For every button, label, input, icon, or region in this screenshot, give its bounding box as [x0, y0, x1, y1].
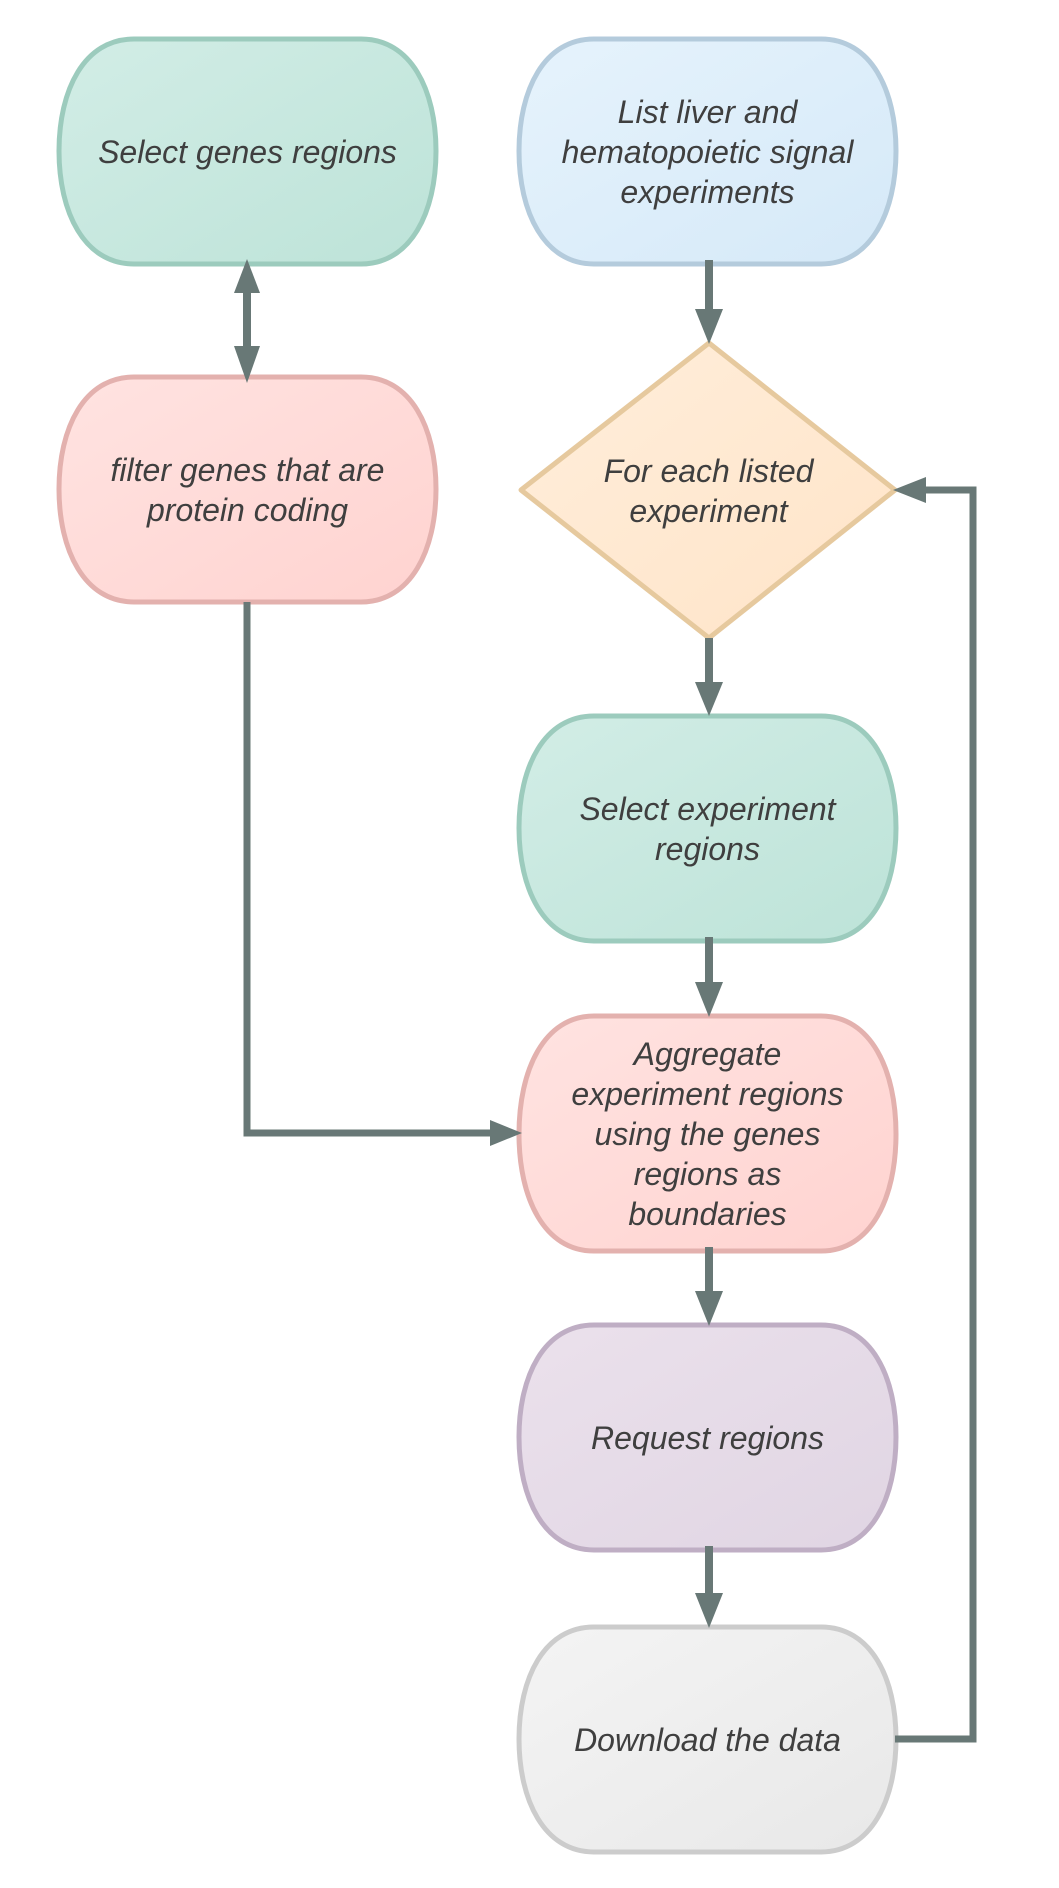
node-label: filter genes that are protein coding: [110, 451, 385, 528]
list-experiments-shape: [516, 36, 899, 267]
aggregate-shape: [516, 1013, 899, 1254]
edge-request-to-download: [695, 1546, 723, 1628]
node-label: For each listed experiment: [603, 453, 814, 529]
node-select-experiment-regions: Select experiment regions: [519, 715, 896, 942]
node-label: Select experiment regions: [579, 790, 836, 867]
edge-download-loop-to-for-each: [893, 477, 977, 1743]
node-label: Request regions: [590, 1419, 825, 1456]
node-label: Download the data: [574, 1721, 841, 1758]
edge-select-experiment-to-aggregate: [695, 937, 723, 1017]
node-list-experiments: List liver and hematopoietic signal expe…: [519, 38, 896, 265]
download-shape: [516, 1624, 899, 1855]
node-download-data: Download the data: [519, 1626, 896, 1853]
node-aggregate-regions: Aggregate experiment regions using the g…: [519, 1015, 896, 1252]
select-genes-shape: [56, 36, 439, 267]
edge-for-each-to-select-experiment: [695, 638, 723, 716]
edges: [234, 259, 977, 1743]
node-request-regions: Request regions: [519, 1324, 896, 1551]
select-experiment-shape: [516, 713, 899, 944]
node-filter-protein-coding: filter genes that are protein coding: [59, 376, 436, 603]
node-label: Aggregate experiment regions using the g…: [571, 1035, 844, 1232]
node-for-each-experiment: For each listed experiment: [521, 342, 896, 640]
edge-list-to-for-each: [695, 260, 723, 344]
filter-genes-shape: [56, 374, 439, 605]
node-select-genes-regions: Select genes regions: [59, 38, 436, 265]
node-label: Select genes regions: [98, 133, 397, 170]
request-shape: [516, 1322, 899, 1553]
edge-select-genes-filter: [234, 259, 260, 383]
edge-aggregate-to-request: [695, 1247, 723, 1326]
edge-filter-to-aggregate: [243, 602, 522, 1146]
node-label: List liver and hematopoietic signal expe…: [561, 93, 854, 210]
